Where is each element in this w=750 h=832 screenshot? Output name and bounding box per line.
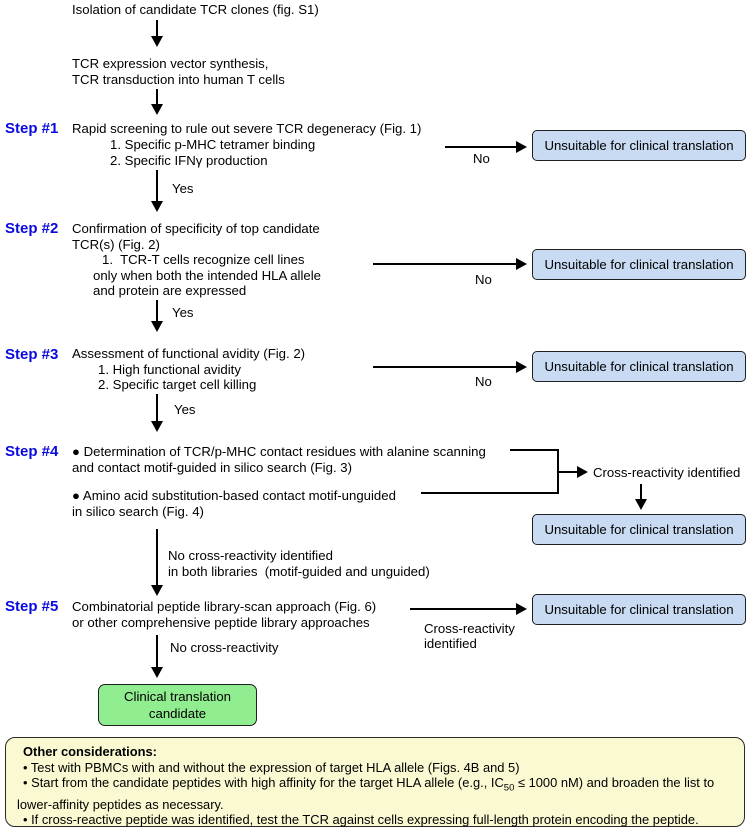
step5-label: Step #5 [5, 598, 59, 615]
clinical-candidate-box: Clinical translation candidate [98, 684, 257, 726]
vector-node-line1: TCR expression vector synthesis, [72, 56, 269, 71]
consideration-bullet-3: • If cross-reactive peptide was identifi… [23, 812, 699, 828]
step1-label: Step #1 [5, 120, 59, 137]
step2-yes-arrow [151, 300, 163, 332]
unsuitable-box-2: Unsuitable for clinical translation [532, 249, 746, 280]
step2-yes-label: Yes [172, 305, 194, 320]
step1-no-arrow [445, 141, 527, 153]
step4-bullet2-line1: ● Amino acid substitution-based contact … [72, 488, 396, 503]
clinical-candidate-line1: Clinical translation [123, 689, 231, 704]
bullet2-text-post: ≤ 1000 nM) and broaden the list to [514, 775, 715, 791]
step3-no-label: No [475, 374, 492, 389]
arrow-start-to-vector [151, 20, 163, 47]
step2-item3: and protein are expressed [93, 283, 247, 298]
step4-cross-arrow [558, 466, 588, 478]
step4-label: Step #4 [5, 443, 59, 460]
consideration-bullet-2: • Start from the candidate peptides with… [23, 775, 736, 796]
step1-yes-label: Yes [172, 181, 194, 196]
step4-bracket-line-top [510, 449, 559, 451]
step3-yes-label: Yes [174, 402, 196, 417]
step2-label: Step #2 [5, 220, 59, 237]
unsuitable-box-3: Unsuitable for clinical translation [532, 351, 746, 382]
step3-yes-arrow [151, 394, 163, 432]
step4-no-cross-line1: No cross-reactivity identified [168, 548, 333, 563]
step4-cross-down-arrow [635, 484, 647, 510]
step5-to-candidate-arrow [151, 635, 163, 678]
consideration-bullet-2-continuation: lower-affinity peptides as necessary. [17, 796, 224, 812]
step3-line1: Assessment of functional avidity (Fig. 2… [72, 346, 306, 361]
step5-cross-label-line2: identified [424, 636, 477, 651]
clinical-candidate-line2: candidate [148, 706, 207, 721]
step2-no-label: No [475, 272, 492, 287]
step5-cross-arrow [410, 603, 527, 615]
step1-line1: Rapid screening to rule out severe TCR d… [72, 121, 422, 136]
step3-item2: 2. Specific target cell killing [98, 377, 257, 392]
considerations-heading: Other considerations: [23, 744, 157, 759]
step5-cross-label-line1: Cross-reactivity [424, 621, 515, 636]
step2-item1: 1. TCR-T cells recognize cell lines [102, 252, 305, 267]
step5-no-cross-label: No cross-reactivity [170, 640, 279, 655]
step4-no-cross-line2: in both libraries (motif-guided and ungu… [168, 564, 430, 579]
step4-bullet2-line2: in silico search (Fig. 4) [72, 504, 204, 519]
step1-yes-arrow [151, 170, 163, 212]
step2-item2: only when both the intended HLA allele [93, 268, 322, 283]
step3-label: Step #3 [5, 346, 59, 363]
start-node-text: Isolation of candidate TCR clones (fig. … [72, 2, 319, 17]
step4-bullet1-line2: and contact motif-guided in silico searc… [72, 460, 352, 475]
step3-item1: 1. High functional avidity [98, 362, 241, 377]
step2-line2: TCR(s) (Fig. 2) [72, 237, 160, 252]
step1-item1: 1. Specific p-MHC tetramer binding [110, 137, 316, 152]
ic50-subscript: 50 [503, 782, 515, 794]
step4-bracket-line-bottom [421, 492, 559, 494]
step4-cross-label: Cross-reactivity identified [593, 465, 741, 480]
unsuitable-box-5: Unsuitable for clinical translation [532, 594, 746, 625]
step4-bullet1-line1: ● Determination of TCR/p-MHC contact res… [72, 444, 486, 459]
consideration-bullet-1: • Test with PBMCs with and without the e… [23, 759, 520, 775]
step4-to-step5-arrow [151, 529, 163, 596]
unsuitable-box-1: Unsuitable for clinical translation [532, 130, 746, 161]
unsuitable-box-4: Unsuitable for clinical translation [532, 514, 746, 545]
step5-line1: Combinatorial peptide library-scan appro… [72, 599, 377, 614]
step2-no-arrow [373, 258, 527, 270]
step1-no-label: No [473, 151, 490, 166]
step1-item2: 2. Specific IFNγ production [110, 153, 268, 168]
arrow-vector-to-step1 [151, 89, 163, 115]
other-considerations-box: Other considerations: • Test with PBMCs … [5, 737, 745, 827]
vector-node-line2: TCR transduction into human T cells [72, 72, 285, 87]
step5-line2: or other comprehensive peptide library a… [72, 615, 370, 630]
step3-no-arrow [373, 361, 527, 373]
step2-line1: Confirmation of specificity of top candi… [72, 221, 320, 236]
bullet2-text-pre: • Start from the candidate peptides with… [23, 775, 504, 791]
